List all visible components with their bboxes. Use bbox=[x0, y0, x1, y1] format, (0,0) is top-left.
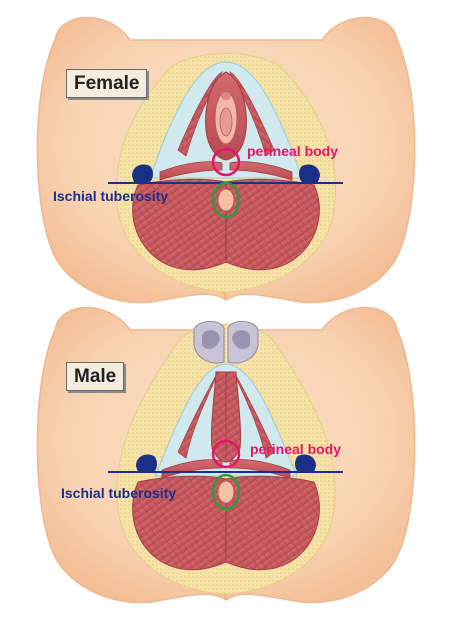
female-panel bbox=[36, 16, 416, 304]
female-ischial-tuberosity-label: Ischial tuberosity bbox=[53, 188, 169, 204]
male-label: Male bbox=[66, 362, 125, 391]
female-ischial-tuberosity-right bbox=[299, 164, 320, 182]
male-anal-ring bbox=[211, 473, 241, 511]
male-ischial-tuberosity-label: Ischial tuberosity bbox=[61, 485, 177, 501]
male-ischial-tuberosity-right bbox=[295, 454, 316, 472]
female-label: Female bbox=[66, 69, 148, 98]
male-ischial-tuberosity-left bbox=[136, 454, 157, 472]
female-perineal-body-ring bbox=[211, 147, 241, 177]
male-panel bbox=[36, 306, 416, 604]
female-ischial-tuberosity-left bbox=[132, 164, 153, 182]
female-perineal-body-label: perineal body bbox=[247, 143, 339, 159]
male-perineal-body-ring bbox=[211, 439, 241, 469]
male-perineal-body-label: perineal body bbox=[250, 441, 342, 457]
female-anal-ring bbox=[211, 181, 241, 219]
